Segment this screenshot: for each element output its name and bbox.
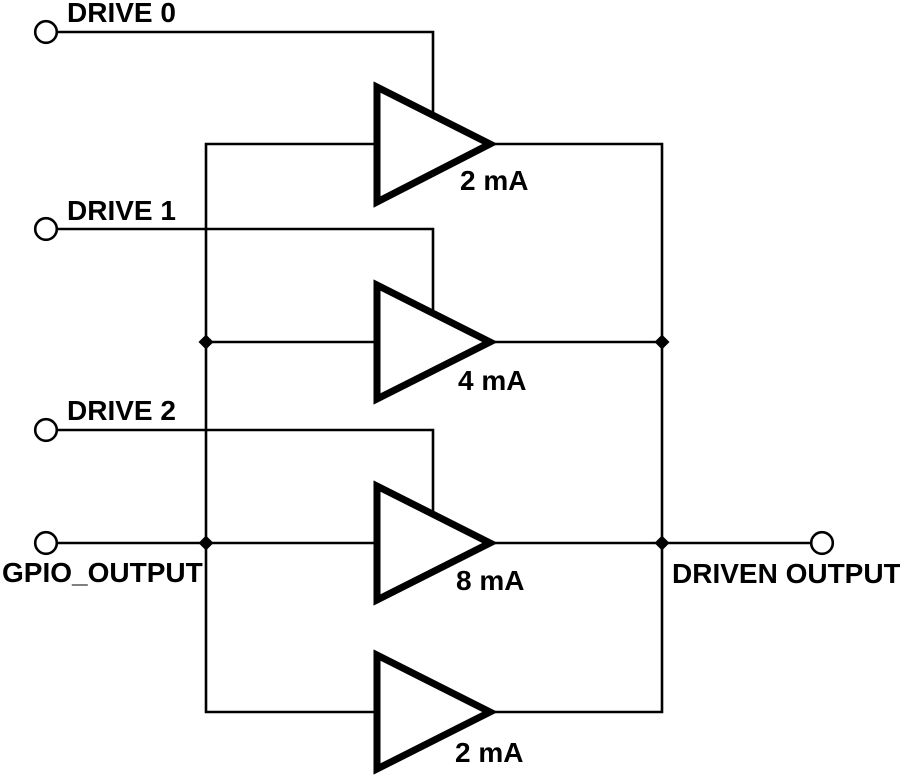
- junction-dot-left-gpio: [198, 535, 214, 551]
- wire-left-input-bus: [204, 142, 377, 714]
- junction-dot-left-buffer2: [198, 334, 214, 350]
- junction-dot-right-buffer2: [654, 334, 670, 350]
- label-buffer4-current: 2 mA: [455, 737, 523, 768]
- terminal-drive1: [33, 216, 59, 242]
- terminals: [33, 19, 835, 556]
- wire-drive1-enable: [57, 227, 435, 313]
- terminal-drive2: [33, 417, 59, 443]
- label-gpio-output: GPIO_OUTPUT: [2, 557, 203, 588]
- buffer-triangle-2ma-bottom: [373, 649, 498, 775]
- label-buffer3-current: 8 mA: [456, 565, 524, 596]
- wire-right-output-bus: [490, 142, 664, 714]
- label-driven-output: DRIVEN OUTPUT: [672, 558, 900, 589]
- junction-dot-right-output: [654, 535, 670, 551]
- terminal-gpio-output: [33, 530, 59, 556]
- wire-drive2-enable: [57, 428, 435, 514]
- label-drive2: DRIVE 2: [67, 395, 176, 426]
- buffer-symbols: [373, 81, 498, 775]
- terminal-drive0: [33, 19, 59, 45]
- buffer-triangle-8ma: [373, 480, 498, 606]
- buffer-triangle-4ma: [373, 279, 498, 405]
- label-drive1: DRIVE 1: [67, 195, 176, 226]
- label-drive0: DRIVE 0: [67, 0, 176, 28]
- terminal-driven-output: [809, 530, 835, 556]
- label-buffer2-current: 4 mA: [458, 365, 526, 396]
- wires: [57, 30, 811, 714]
- junction-dots: [198, 334, 670, 551]
- wire-drive0-enable: [57, 30, 435, 116]
- buffer-triangle-2ma-top: [373, 81, 498, 208]
- label-buffer1-current: 2 mA: [460, 165, 528, 196]
